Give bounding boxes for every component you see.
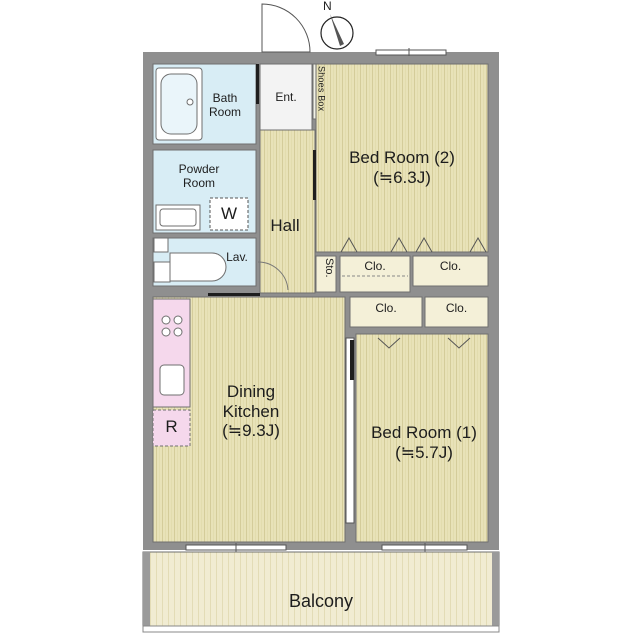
closet-2: [412, 255, 489, 287]
dining-kitchen-label: Dining Kitchen (≒9.3J): [196, 382, 306, 441]
shoes-box-label: Shoes Box: [316, 66, 327, 112]
lavatory-label: Lav.: [226, 250, 248, 264]
closet-label-4: Clo.: [445, 301, 468, 315]
entrance-label: Ent.: [275, 90, 297, 104]
powder-room-line2: Room: [182, 175, 215, 190]
vanity: [155, 204, 201, 231]
bed-room-2-name: Bed Room (2): [349, 148, 455, 167]
refrigerator-label: R: [165, 417, 178, 436]
hall-floor: [259, 129, 316, 294]
kitchen-counter: [152, 298, 191, 447]
washer-space: [209, 197, 249, 231]
hall-label: Hall: [270, 216, 300, 235]
bed-room-1-label: Bed Room (1) (≒5.7J): [358, 423, 490, 462]
compass-letter: N: [323, 0, 332, 13]
closet-label-3: Clo.: [375, 301, 397, 315]
bath-room-line2: Room: [208, 104, 241, 119]
entrance-door: [261, 3, 311, 53]
balcony-wall-right: [492, 552, 499, 632]
balcony-wall-left: [143, 552, 150, 632]
bath-room-label: Bath Room: [200, 91, 250, 120]
compass-icon: [320, 14, 354, 50]
closet-label-2: Clo.: [439, 259, 462, 273]
bed-room-1-name: Bed Room (1): [371, 423, 477, 442]
closet-1: [339, 255, 411, 293]
closet-door-marks: [340, 236, 487, 349]
washer-label: W: [220, 204, 238, 223]
powder-room-line1: Powder: [178, 162, 220, 176]
closet-4: [424, 296, 489, 328]
toilet: [153, 237, 227, 283]
closet-label-1: Clo.: [364, 259, 386, 273]
closet-3: [349, 296, 423, 328]
powder-room-label: Powder Room: [168, 162, 230, 191]
bed-room-1-floor: [355, 333, 489, 543]
windows: [185, 48, 468, 552]
bed-room-1-size: (≒5.7J): [395, 442, 453, 462]
bed-room-2-size: (≒6.3J): [373, 167, 431, 187]
dining-kitchen-line1: Dining: [226, 382, 276, 401]
dining-kitchen-size: (≒9.3J): [222, 421, 280, 441]
balcony-railing: [142, 625, 500, 633]
bath-door-edge: [256, 64, 259, 104]
balcony-label: Balcony: [288, 591, 354, 611]
bed-room-2-label: Bed Room (2) (≒6.3J): [336, 148, 468, 187]
bedroom1-door-edge: [350, 340, 354, 380]
storage-label: Sto.: [323, 258, 335, 278]
storage-floor: [315, 255, 337, 293]
bed-room-2-floor: [315, 63, 489, 253]
bedroom2-door-edge: [313, 150, 316, 200]
kitchen-door-edge: [208, 293, 260, 296]
lavatory-door-swing: [257, 261, 289, 291]
dining-kitchen-line2: Kitchen: [222, 401, 280, 421]
bath-room-line1: Bath: [212, 91, 238, 105]
bathtub: [155, 67, 203, 141]
